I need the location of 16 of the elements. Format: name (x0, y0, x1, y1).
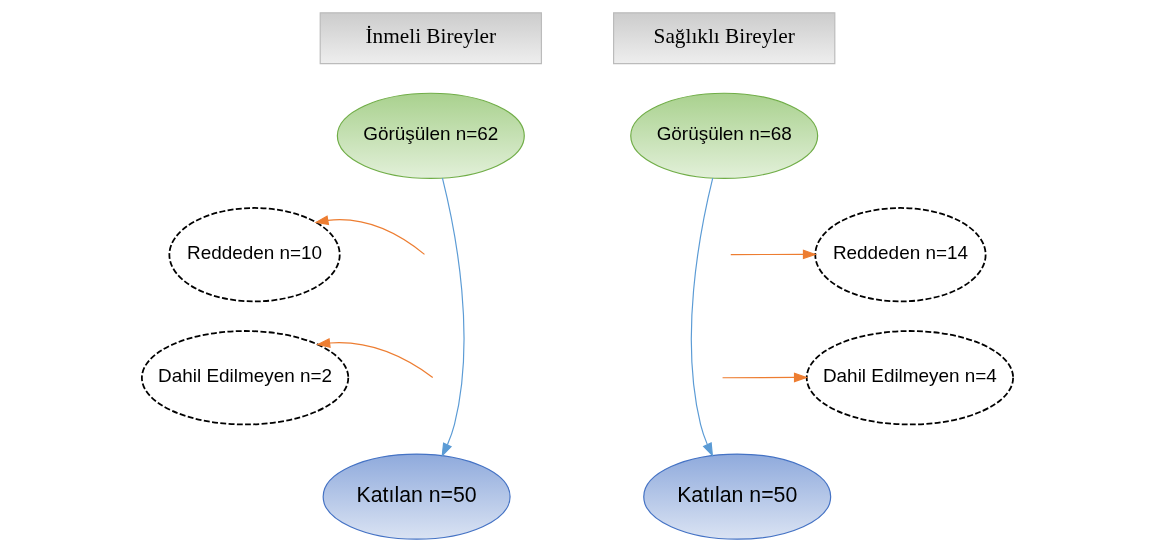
arrow (313, 215, 425, 255)
node-box: Sağlıklı Bireyler (612, 12, 835, 65)
node-ellipse: Reddeden n=14 (813, 207, 986, 303)
arrow (721, 372, 808, 383)
node-ellipse: Reddeden n=10 (168, 207, 341, 303)
node-box: İnmeli Bireyler (319, 12, 542, 65)
node-ellipse: Katılan n=50 (642, 453, 831, 540)
node-ellipse: Dahil Edilmeyen n=4 (805, 330, 1014, 426)
node-ellipse: Görüşülen n=68 (629, 92, 818, 179)
arrow (315, 338, 433, 378)
node-ellipse: Görüşülen n=62 (336, 92, 525, 179)
node-ellipse: Dahil Edilmeyen n=2 (140, 330, 349, 426)
arrow (440, 177, 465, 458)
arrow (729, 249, 817, 260)
arrow (690, 177, 713, 458)
node-ellipse: Katılan n=50 (322, 453, 511, 540)
